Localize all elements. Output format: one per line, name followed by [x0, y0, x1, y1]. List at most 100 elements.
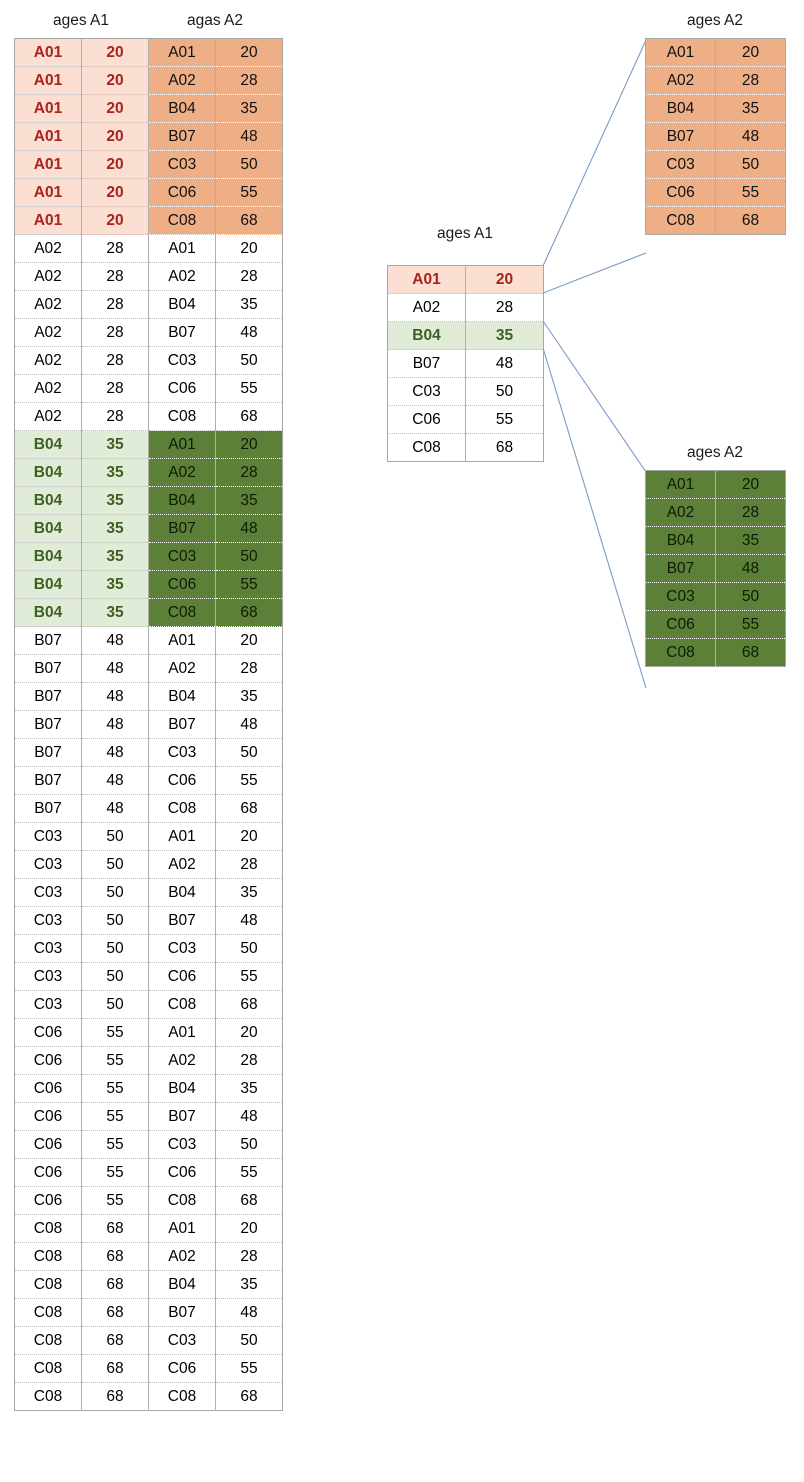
cell-a1-id: A02 — [14, 318, 82, 347]
cell-age: 48 — [465, 349, 544, 378]
cell-a2-age: 50 — [215, 934, 283, 963]
cell-a2-age: 50 — [215, 150, 283, 179]
cell-age: 48 — [715, 122, 786, 151]
cell-a2-age: 55 — [215, 1354, 283, 1383]
cell-a1-age: 50 — [81, 878, 149, 907]
cell-a2-age: 55 — [215, 962, 283, 991]
cell-a1-id: C03 — [14, 962, 82, 991]
cell-a2-id: A01 — [148, 38, 216, 67]
cell-id: C08 — [645, 206, 716, 235]
cell-age: 68 — [715, 638, 786, 667]
cell-a2-age: 35 — [215, 1074, 283, 1103]
cell-a1-age: 28 — [81, 290, 149, 319]
cell-a1-age: 55 — [81, 1046, 149, 1075]
cell-a1-age: 50 — [81, 906, 149, 935]
cell-a1-id: A02 — [14, 346, 82, 375]
cell-id: C08 — [387, 433, 466, 462]
cell-a2-id: C03 — [148, 738, 216, 767]
cell-id: B07 — [645, 122, 716, 151]
connector-line — [542, 320, 647, 473]
cell-a2-age: 35 — [215, 682, 283, 711]
cell-a2-id: B04 — [148, 1270, 216, 1299]
cell-a2-age: 55 — [215, 766, 283, 795]
cell-a1-age: 20 — [81, 178, 149, 207]
cell-a2-age: 20 — [215, 234, 283, 263]
cell-a2-age: 28 — [215, 850, 283, 879]
cell-a1-age: 35 — [81, 430, 149, 459]
cell-a2-id: C08 — [148, 1186, 216, 1215]
cell-a1-id: C08 — [14, 1242, 82, 1271]
cell-a2-age: 28 — [215, 1242, 283, 1271]
cell-a1-age: 55 — [81, 1018, 149, 1047]
cell-a1-age: 55 — [81, 1130, 149, 1159]
cell-a2-age: 28 — [215, 262, 283, 291]
cell-id: A02 — [645, 498, 716, 527]
cell-age: 55 — [465, 405, 544, 434]
cell-a2-age: 35 — [215, 878, 283, 907]
cell-age: 35 — [715, 94, 786, 123]
cell-a2-age: 50 — [215, 542, 283, 571]
cell-a2-id: B07 — [148, 514, 216, 543]
cell-age: 28 — [465, 293, 544, 322]
cell-a1-age: 35 — [81, 598, 149, 627]
cell-age: 68 — [465, 433, 544, 462]
cell-a1-age: 50 — [81, 990, 149, 1019]
cell-a1-age: 20 — [81, 66, 149, 95]
cell-a2-age: 50 — [215, 1130, 283, 1159]
cell-a2-id: A01 — [148, 234, 216, 263]
cell-id: C03 — [645, 150, 716, 179]
cell-a2-id: C08 — [148, 402, 216, 431]
cell-a1-age: 20 — [81, 206, 149, 235]
cell-a1-id: B04 — [14, 542, 82, 571]
cell-a2-age: 28 — [215, 1046, 283, 1075]
cell-a2-id: A02 — [148, 850, 216, 879]
cell-a2-age: 68 — [215, 206, 283, 235]
cell-a2-age: 48 — [215, 906, 283, 935]
cell-id: A02 — [645, 66, 716, 95]
cell-a1-age: 35 — [81, 486, 149, 515]
cell-a1-id: B07 — [14, 710, 82, 739]
cell-a2-id: B04 — [148, 682, 216, 711]
cell-a1-id: C03 — [14, 934, 82, 963]
cell-a2-id: A01 — [148, 822, 216, 851]
cell-id: C08 — [645, 638, 716, 667]
cell-a2-id: C06 — [148, 374, 216, 403]
cell-a1-id: A01 — [14, 122, 82, 151]
cell-a1-age: 68 — [81, 1382, 149, 1411]
cell-id: C03 — [645, 582, 716, 611]
cell-a2-id: C03 — [148, 934, 216, 963]
cell-a2-age: 55 — [215, 374, 283, 403]
cell-age: 35 — [715, 526, 786, 555]
cell-a2-id: C08 — [148, 990, 216, 1019]
cell-a2-id: A01 — [148, 626, 216, 655]
cell-age: 20 — [715, 470, 786, 499]
cell-a1-age: 68 — [81, 1326, 149, 1355]
cell-a1-id: C08 — [14, 1326, 82, 1355]
cell-a1-age: 48 — [81, 626, 149, 655]
cell-a2-id: B07 — [148, 1298, 216, 1327]
